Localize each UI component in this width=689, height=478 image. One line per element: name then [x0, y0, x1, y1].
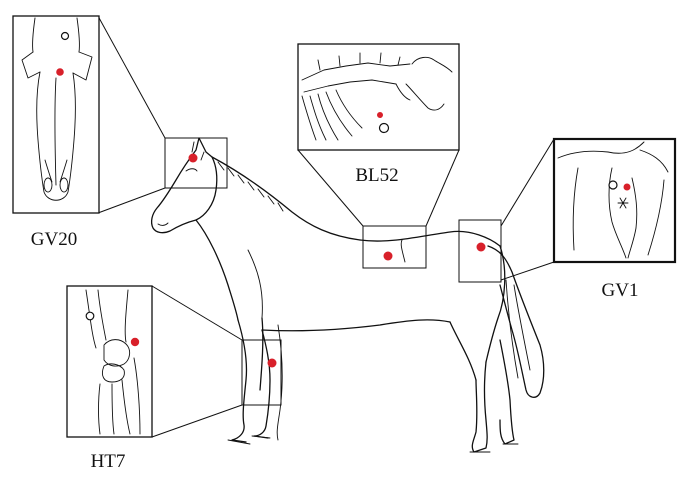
- gv20-region-box: [164, 137, 228, 189]
- gv1-inset-frame: [552, 137, 677, 264]
- bl52-label: BL52: [355, 165, 398, 186]
- ht7-region-box: [241, 339, 282, 406]
- ht7-label: HT7: [91, 451, 126, 472]
- horse-tail: [487, 245, 545, 398]
- gv1-reference-circle: [608, 180, 618, 190]
- horse-head-outline: [150, 137, 218, 234]
- ht7-reference-circle: [85, 311, 95, 321]
- bl52-inset-frame: [297, 43, 460, 151]
- ht7-point: [267, 358, 277, 368]
- gv1-region-box: [458, 219, 502, 283]
- gv20-reference-circle: [60, 31, 70, 41]
- gv20-point: [188, 153, 198, 163]
- gv20-label: GV20: [31, 229, 77, 250]
- ht7-inset-frame: [66, 285, 153, 438]
- horse-neck-outline: [211, 156, 361, 241]
- bl52-inset-point: [377, 112, 383, 118]
- ht7-inset-point: [130, 337, 140, 347]
- ht7-inset: HT7: [66, 285, 243, 472]
- horse-back-outline: [359, 230, 501, 247]
- horse-illustration: [150, 137, 545, 453]
- gv1-inset: GV1: [500, 137, 677, 301]
- gv20-inset: GV20: [12, 15, 166, 250]
- gv1-label: GV1: [602, 280, 639, 301]
- gv1-inset-point: [623, 183, 631, 191]
- bl52-region-box: [362, 225, 427, 269]
- bl52-reference-circle: [378, 122, 390, 134]
- bl52-inset: BL52: [297, 43, 460, 227]
- bl52-point: [383, 251, 393, 261]
- gv1-point: [476, 242, 486, 252]
- gv20-inset-point: [56, 68, 64, 76]
